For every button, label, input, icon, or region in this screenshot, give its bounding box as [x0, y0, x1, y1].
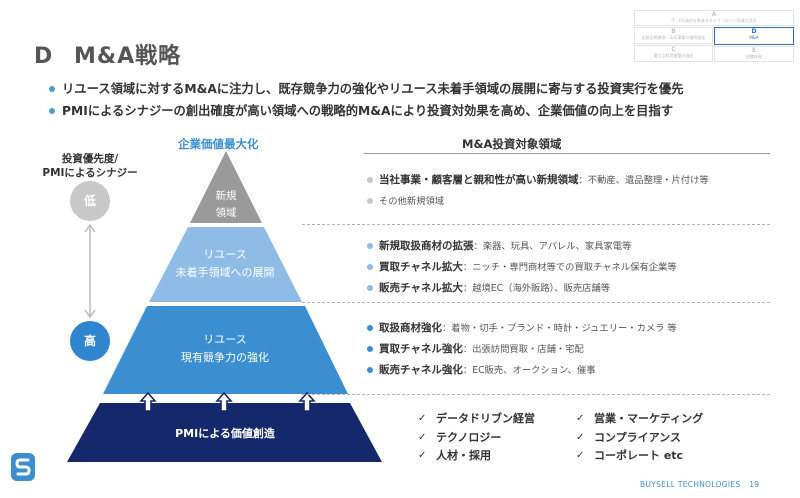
pyramid-header: 企業価値最大化	[178, 137, 259, 151]
foundation-item: ✓ 人材・採用	[418, 447, 535, 466]
section-title: M&A戦略	[74, 44, 182, 69]
section-mini-map: A IT・DX強化を推進するテクノロジー投資の活用 B 出張訪問買取・SoE事業…	[634, 10, 794, 70]
tier3-label-line2: 現有競争力の強化	[181, 351, 269, 364]
tier3-label-line1: リユース	[203, 333, 247, 346]
mini-map-d-key: D	[751, 28, 757, 35]
check-icon: ✓	[576, 450, 585, 461]
detail-item-title: 買取チャネル拡大	[379, 261, 463, 273]
detail-item-note: ：EC販売、オークション、催事	[462, 365, 596, 376]
tier1-label-line1: 新規	[215, 190, 237, 202]
detail-item-title: 販売チャネル強化	[379, 364, 463, 376]
tier2-label: リユース 未着手領域への展開	[150, 246, 300, 282]
foundation-item: ✓ コーポレート etc	[576, 447, 703, 466]
mini-map-b-key: B	[671, 28, 676, 35]
section-letter: D	[34, 44, 54, 69]
page-title: D M&A戦略	[34, 38, 181, 70]
tier2-label-line2: 未着手領域への展開	[175, 266, 275, 279]
check-icon: ✓	[576, 431, 585, 443]
foundation-item: ✓ テクノロジー	[418, 429, 535, 448]
footer-page-number: 19	[749, 480, 760, 489]
up-arrow-icon	[139, 391, 316, 412]
foundation-item-label: テクノロジー	[436, 430, 502, 444]
tier1-label-line2: 領域	[215, 207, 237, 219]
detail-item: 販売チャネル強化：EC販売、オークション、催事	[366, 360, 677, 381]
priority-low-circle: 低	[70, 181, 110, 221]
mini-map-e-text: 組織体制	[746, 53, 762, 59]
header-underline	[364, 153, 770, 154]
check-icon: ✓	[418, 413, 427, 424]
priority-label-line1: 投資優先度/	[61, 153, 119, 165]
mini-map-c-key: C	[671, 46, 676, 53]
mini-map-e-key: E	[751, 47, 757, 54]
foundation-item: ✓ コンプライアンス	[576, 429, 703, 448]
summary-bullet: PMIによるシナジーの創出確度が高い領域への戦略的M&Aにより投資対効果を高め、…	[40, 100, 684, 122]
footer-company: BUYSELL TECHNOLOGIES	[640, 480, 741, 489]
detail-item-note: ：ニッチ・専門商材等での買取チャネル保有企業等	[462, 262, 677, 273]
priority-label-line2: PMIによるシナジー	[42, 167, 138, 179]
priority-label: 投資優先度/ PMIによるシナジー	[30, 152, 150, 180]
base-label: PMIによる価値創造	[175, 427, 275, 440]
priority-axis-arrow-icon	[84, 223, 96, 319]
tier-divider	[302, 302, 770, 303]
foundation-item-label: コーポレート etc	[594, 449, 684, 462]
tier2-details: 新規取扱商材の拡張：楽器、玩具、アパレル、家具家電等 買取チャネル拡大：ニッチ・…	[366, 236, 677, 299]
mini-map-c-text: 優位な経営基盤の強化	[653, 52, 694, 58]
mini-map-b-text: 出張訪問買取・SoE事業の継続強化	[641, 34, 706, 40]
detail-item: 取扱商材強化：着物・切手・ブランド・時計・ジュエリー・カメラ 等	[366, 318, 677, 339]
foundation-item-label: 営業・マーケティング	[594, 412, 704, 425]
tier2-label-line1: リユース	[203, 248, 247, 261]
detail-item-note: ：出張訪問買取・店舗・宅配	[462, 344, 584, 355]
mini-map-a-key: A	[711, 11, 717, 18]
target-areas-header: M&A投資対象領域	[462, 137, 562, 151]
detail-item-note: ：不動産、遺品整理・片付け等	[578, 175, 709, 186]
mini-map-a-text: IT・DX強化を推進するテクノロジー投資の活用	[671, 17, 757, 23]
tier3-details: 取扱商材強化：着物・切手・ブランド・時計・ジュエリー・カメラ 等 買取チャネル強…	[366, 318, 677, 381]
mini-map-e: E 組織体制	[714, 46, 794, 62]
detail-item-note: その他新規領域	[379, 196, 445, 207]
check-icon: ✓	[576, 413, 585, 424]
foundation-item-label: データドリブン経営	[436, 412, 535, 425]
footer: BUYSELL TECHNOLOGIES 19	[640, 480, 759, 489]
detail-item: 買取チャネル拡大：ニッチ・専門商材等での買取チャネル保有企業等	[366, 257, 677, 278]
foundation-list-right: ✓ 営業・マーケティング ✓ コンプライアンス ✓ コーポレート etc	[576, 410, 703, 466]
tier-divider	[302, 224, 770, 225]
priority-high-circle: 高	[70, 321, 110, 361]
detail-item-title: 当社事業・顧客層と親和性が高い新規領域	[379, 174, 579, 186]
detail-item-note: ：楽器、玩具、アパレル、家具家電等	[473, 241, 632, 252]
foundation-item: ✓ 営業・マーケティング	[576, 410, 703, 429]
detail-item: その他新規領域	[366, 191, 709, 212]
detail-item-title: 販売チャネル拡大	[379, 282, 463, 294]
tier3-label: リユース 現有競争力の強化	[150, 331, 300, 367]
detail-item-title: 取扱商材強化	[379, 322, 442, 334]
mini-map-d-active: D M&A	[714, 27, 794, 45]
summary-bullet: リユース領域に対するM&Aに注力し、既存競争力の強化やリユース未着手領域の展開に…	[40, 78, 684, 100]
mini-map-c: C 優位な経営基盤の強化	[634, 45, 713, 62]
detail-item: 販売チャネル拡大：越境EC（海外販路）、販売店舗等	[366, 278, 677, 299]
check-icon: ✓	[418, 431, 427, 443]
mini-map-b: B 出張訪問買取・SoE事業の継続強化	[634, 27, 713, 44]
foundation-list-left: ✓ データドリブン経営 ✓ テクノロジー ✓ 人材・採用	[418, 410, 535, 466]
detail-item-title: 新規取扱商材の拡張	[379, 240, 474, 252]
mini-map-d-text: M&A	[749, 34, 759, 40]
detail-item: 当社事業・顧客層と親和性が高い新規領域：不動産、遺品整理・片付け等	[366, 170, 709, 191]
detail-item-note: ：越境EC（海外販路）、販売店舗等	[462, 283, 611, 294]
summary-bullets: リユース領域に対するM&Aに注力し、既存競争力の強化やリユース未着手領域の展開に…	[40, 78, 684, 122]
company-logo-icon	[11, 453, 35, 481]
tier1-label: 新規 領域	[196, 188, 256, 222]
detail-item: 新規取扱商材の拡張：楽器、玩具、アパレル、家具家電等	[366, 236, 677, 257]
check-icon: ✓	[418, 450, 427, 461]
mini-map-a: A IT・DX強化を推進するテクノロジー投資の活用	[634, 10, 794, 26]
tier1-details: 当社事業・顧客層と親和性が高い新規領域：不動産、遺品整理・片付け等 その他新規領…	[366, 170, 709, 212]
detail-item: 買取チャネル強化：出張訪問買取・店舗・宅配	[366, 339, 677, 360]
detail-item-title: 買取チャネル強化	[379, 343, 463, 355]
detail-item-note: ：着物・切手・ブランド・時計・ジュエリー・カメラ 等	[442, 323, 677, 334]
foundation-item: ✓ データドリブン経営	[418, 410, 535, 429]
tier-divider	[302, 394, 770, 395]
foundation-item-label: コンプライアンス	[594, 430, 682, 444]
foundation-item-label: 人材・採用	[436, 449, 491, 462]
